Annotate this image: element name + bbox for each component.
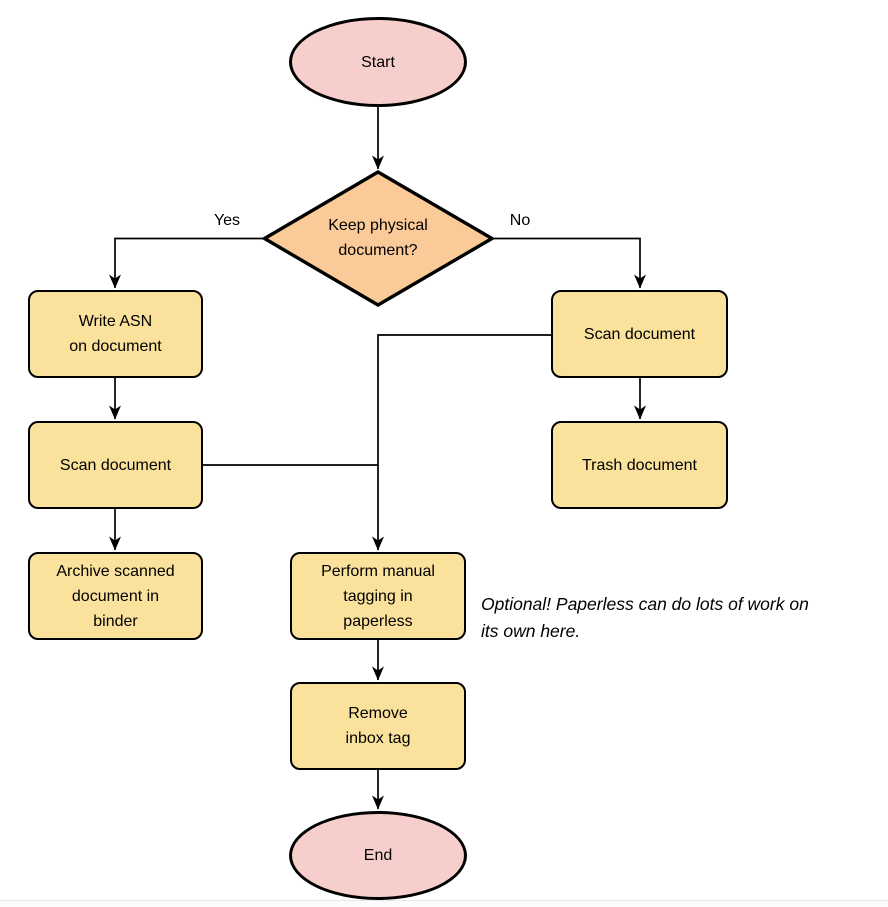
node-trash-document: Trash document: [551, 421, 728, 509]
node-scan-document-left-label: Scan document: [59, 456, 172, 474]
node-manual-tagging-label: Perform manual tagging in paperless: [321, 562, 435, 630]
page-bottom-divider: [0, 900, 888, 907]
optional-note: Optional! Paperless can do lots of work …: [481, 594, 809, 641]
decision-diamond-shape: [261, 170, 496, 307]
node-archive-binder-label: Archive scanned document in binder: [56, 562, 175, 630]
node-manual-tagging: Perform manual tagging in paperless: [290, 552, 466, 640]
node-remove-inbox-tag: Remove inbox tag: [290, 682, 466, 770]
node-decision: Keep physical document?: [283, 206, 473, 270]
node-archive-binder: Archive scanned document in binder: [28, 552, 203, 640]
edge-label-no: No: [509, 212, 531, 229]
edge-yes-branch: [109, 237, 265, 289]
node-end-label: End: [363, 847, 393, 864]
edge-scanright-to-tagging: [372, 334, 551, 551]
edge-label-yes: Yes: [213, 212, 241, 229]
node-end: End: [289, 811, 467, 900]
edge-no-branch: [492, 237, 646, 289]
node-remove-inbox-tag-label: Remove inbox tag: [345, 705, 411, 747]
node-write-asn-label: Write ASN on document: [69, 313, 162, 355]
node-start-label: Start: [361, 53, 395, 71]
node-decision-label: Keep physical document?: [328, 217, 428, 259]
node-scan-document-right: Scan document: [551, 290, 728, 378]
node-scan-document-right-label: Scan document: [583, 325, 696, 343]
node-write-asn: Write ASN on document: [28, 290, 203, 378]
node-start: Start: [289, 17, 467, 107]
node-scan-document-left: Scan document: [28, 421, 203, 509]
node-trash-document-label: Trash document: [581, 456, 697, 474]
